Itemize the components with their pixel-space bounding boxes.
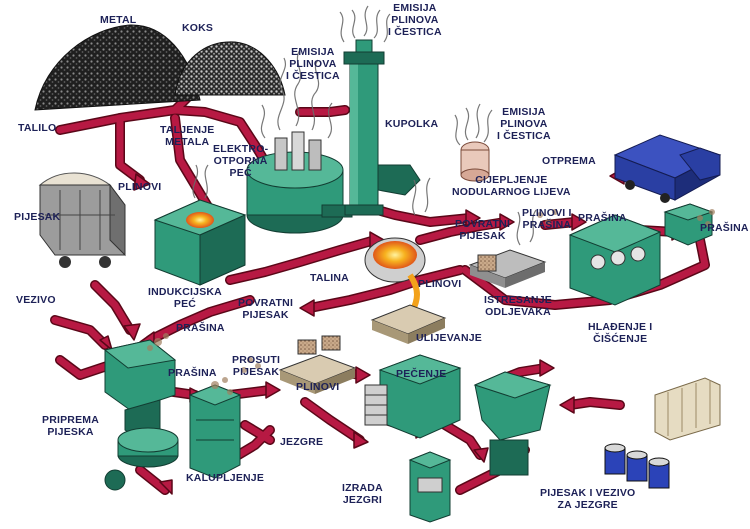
label-pijesak: PIJESAK	[14, 211, 61, 223]
truck-icon	[613, 134, 722, 203]
railcar-icon	[38, 172, 126, 268]
label-vezivo: VEZIVO	[16, 294, 56, 306]
label-kupolka: KUPOLKA	[385, 118, 439, 130]
label-emisija-2: EMISIJA PLINOVA I ČESTICA	[388, 2, 442, 38]
molding-machine-icon	[188, 384, 242, 479]
induction-furnace-icon	[153, 199, 247, 286]
label-jezgre: JEZGRE	[280, 436, 324, 448]
emission-plume-icon	[192, 5, 537, 246]
label-prasina-2: PRAŠINA	[700, 222, 749, 234]
label-cijepljenje: CIJEPLJENJE NODULARNOG LIJEVA	[452, 174, 571, 198]
shakeout-icon	[468, 249, 547, 288]
mold-boxes-icon	[278, 304, 447, 394]
label-plinovi-2: PLINOVI	[418, 278, 462, 290]
label-prasina-1: PRAŠINA	[578, 212, 627, 224]
label-pijesak-vezivo-jezgre: PIJESAK I VEZIVO ZA JEZGRE	[540, 487, 636, 511]
dust-cloud-icon	[147, 209, 715, 395]
label-talilo: TALILO	[18, 122, 57, 134]
inoculation-icon	[460, 141, 490, 182]
label-priprema-pijeska: PRIPREMA PIJESKA	[42, 414, 100, 438]
baking-oven-icon	[364, 354, 462, 439]
label-istresanje: ISTRESANJE ODLJEVAKA	[484, 294, 552, 318]
label-hladjenje: HLAĐENJE I ČIŠĆENJE	[588, 321, 653, 345]
electric-furnace-icon	[246, 131, 353, 234]
cupola-icon	[343, 39, 421, 216]
label-prasina-4: PRAŠINA	[168, 367, 217, 379]
label-plinovi-1: PLINOVI	[118, 181, 162, 193]
core-making-icon	[408, 451, 452, 523]
barrels-icon	[604, 443, 670, 489]
label-prosuti-pijesak: PROSUTI PIJESAK	[232, 354, 281, 378]
label-plinovi-i-prasina: PLINOVI I PRAŠINA	[522, 207, 572, 231]
label-plinovi-3: PLINOVI	[296, 381, 340, 393]
label-ulijevanje: ULIJEVANJE	[416, 332, 482, 344]
cooling-cleaning-icon	[568, 214, 662, 306]
metal-pile-icon	[34, 24, 201, 111]
label-izrada-jezgri: IZRADA JEZGRI	[342, 482, 383, 506]
ladle-icon	[364, 237, 426, 314]
label-otprema: OTPREMA	[542, 155, 596, 167]
sand-preparation-icon	[103, 339, 179, 491]
label-povratni-pijesak-1: POVRATNI PIJESAK	[455, 218, 511, 242]
label-pecenje: PEČENJE	[396, 368, 447, 380]
label-koks: KOKS	[182, 22, 214, 34]
core-sand-hopper-icon	[473, 371, 552, 476]
label-povratni-pijesak-2: POVRATNI PIJESAK	[238, 297, 294, 321]
label-prasina-3: PRAŠINA	[176, 322, 225, 334]
label-taljenje-metala: TALJENJE METALA	[160, 124, 215, 148]
label-emisija-1: EMISIJA PLINOVA I ČESTICA	[286, 46, 340, 82]
label-indukcijska-pec: INDUKCIJSKA PEĆ	[148, 286, 222, 310]
label-metal: METAL	[100, 14, 137, 26]
label-emisija-3: EMISIJA PLINOVA I ČESTICA	[497, 106, 551, 142]
label-elektrootporna-pec: ELEKTRO- OTPORNA PEĆ	[213, 143, 269, 179]
sacks-icon	[654, 377, 721, 441]
label-kalupljenje: KALUPLJENJE	[186, 472, 265, 484]
label-talina: TALINA	[310, 272, 349, 284]
dust-collector-icon	[663, 203, 714, 246]
coke-pile-icon	[174, 41, 286, 96]
